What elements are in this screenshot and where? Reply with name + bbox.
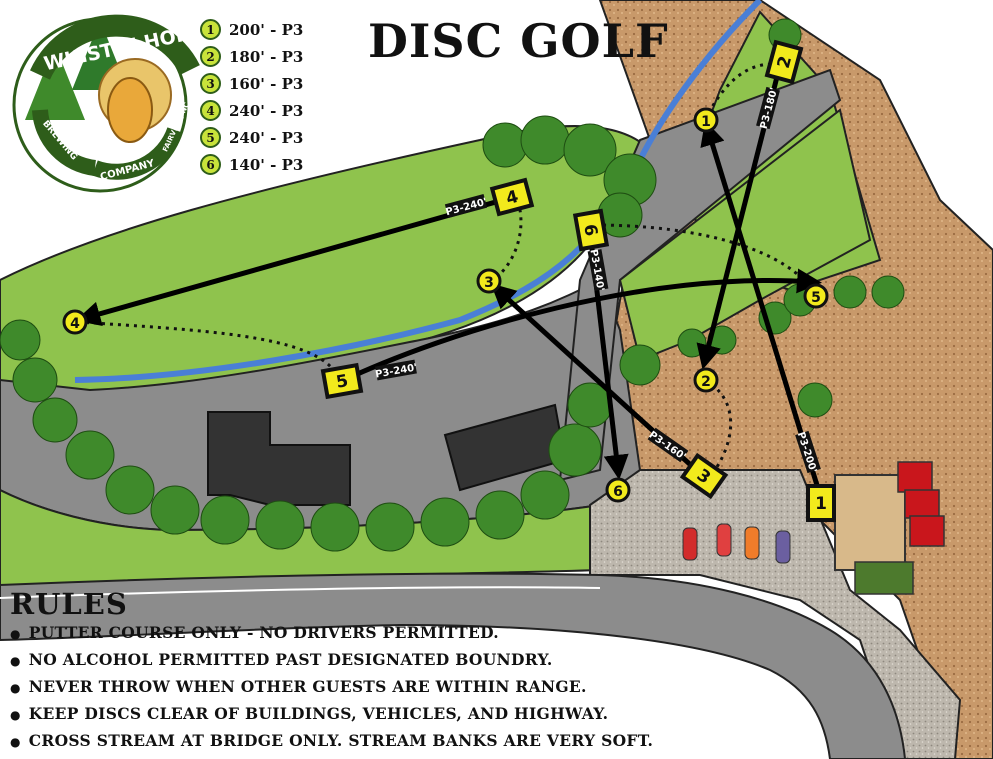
hole-number-icon: 1: [200, 19, 221, 40]
legend-item: 4 240' - P3: [200, 97, 370, 124]
rule-item: NEVER THROW WHEN OTHER GUESTS ARE WITHIN…: [10, 674, 730, 701]
basket-4: 4: [70, 316, 80, 332]
stream: [74, 0, 763, 383]
brewery-logo: WHISTLE HOP BREWING COMPANY FAIRVIEW, NC: [12, 14, 200, 193]
car-red-2: [716, 523, 732, 557]
legend-item: 3 160' - P3: [200, 70, 370, 97]
basket-5: 5: [811, 290, 821, 306]
hole-number-icon: 4: [200, 100, 221, 121]
tee-5: 5: [335, 371, 350, 393]
legend-item: 1 200' - P3: [200, 16, 370, 43]
throw-hole-5: [338, 268, 822, 385]
hole-number-icon: 3: [200, 73, 221, 94]
green-structure: [854, 561, 914, 595]
legend-text: 240' - P3: [229, 101, 304, 120]
basket-1: 1: [701, 114, 711, 130]
red-roof-1: [897, 461, 933, 493]
rule-item: CROSS STREAM AT BRIDGE ONLY. STREAM BANK…: [10, 728, 730, 755]
car-red: [682, 527, 698, 561]
baskets: 1 2 3 4 5 6: [62, 107, 829, 503]
rules-section: RULES PUTTER COURSE ONLY - NO DRIVERS PE…: [10, 588, 730, 755]
dark-building-left: [207, 411, 351, 506]
hole-number-icon: 5: [200, 127, 221, 148]
brewery-building: [834, 474, 906, 571]
legend-text: 200' - P3: [229, 20, 304, 39]
page-title: DISC GOLF: [368, 14, 669, 68]
hole-legend: 1 200' - P3 2 180' - P3 3 160' - P3 4 240' -…: [200, 16, 370, 178]
legend-item: 6 140' - P3: [200, 151, 370, 178]
rules-title: RULES: [10, 587, 128, 621]
red-roof-2: [904, 489, 940, 519]
tee-4: 4: [504, 187, 521, 209]
red-roof-3: [909, 515, 945, 547]
tee-pads: 1 2 3 4 5 6: [320, 39, 836, 522]
hole-number-icon: 2: [200, 46, 221, 67]
tee-2: 2: [774, 54, 796, 71]
tree-line: [0, 18, 905, 552]
legend-text: 140' - P3: [229, 155, 304, 174]
hole-number-icon: 6: [200, 154, 221, 175]
basket-6: 6: [613, 484, 623, 500]
legend-text: 160' - P3: [229, 74, 304, 93]
legend-text: 180' - P3: [229, 47, 304, 66]
car-orange: [744, 526, 760, 560]
legend-item: 5 240' - P3: [200, 124, 370, 151]
rule-item: KEEP DISCS CLEAR OF BUILDINGS, VEHICLES,…: [10, 701, 730, 728]
basket-3: 3: [484, 275, 494, 291]
basket-2: 2: [701, 374, 711, 390]
legend-text: 240' - P3: [229, 128, 304, 147]
rule-item: PUTTER COURSE ONLY - NO DRIVERS PERMITTE…: [10, 620, 730, 647]
throw-hole-4: [75, 195, 511, 326]
highway-white-top: [0, 586, 601, 599]
rule-item: NO ALCOHOL PERMITTED PAST DESIGNATED BOU…: [10, 647, 730, 674]
tee-6: 6: [579, 223, 601, 238]
tee-1: 1: [815, 494, 827, 514]
legend-item: 2 180' - P3: [200, 43, 370, 70]
car-purple: [775, 530, 791, 564]
